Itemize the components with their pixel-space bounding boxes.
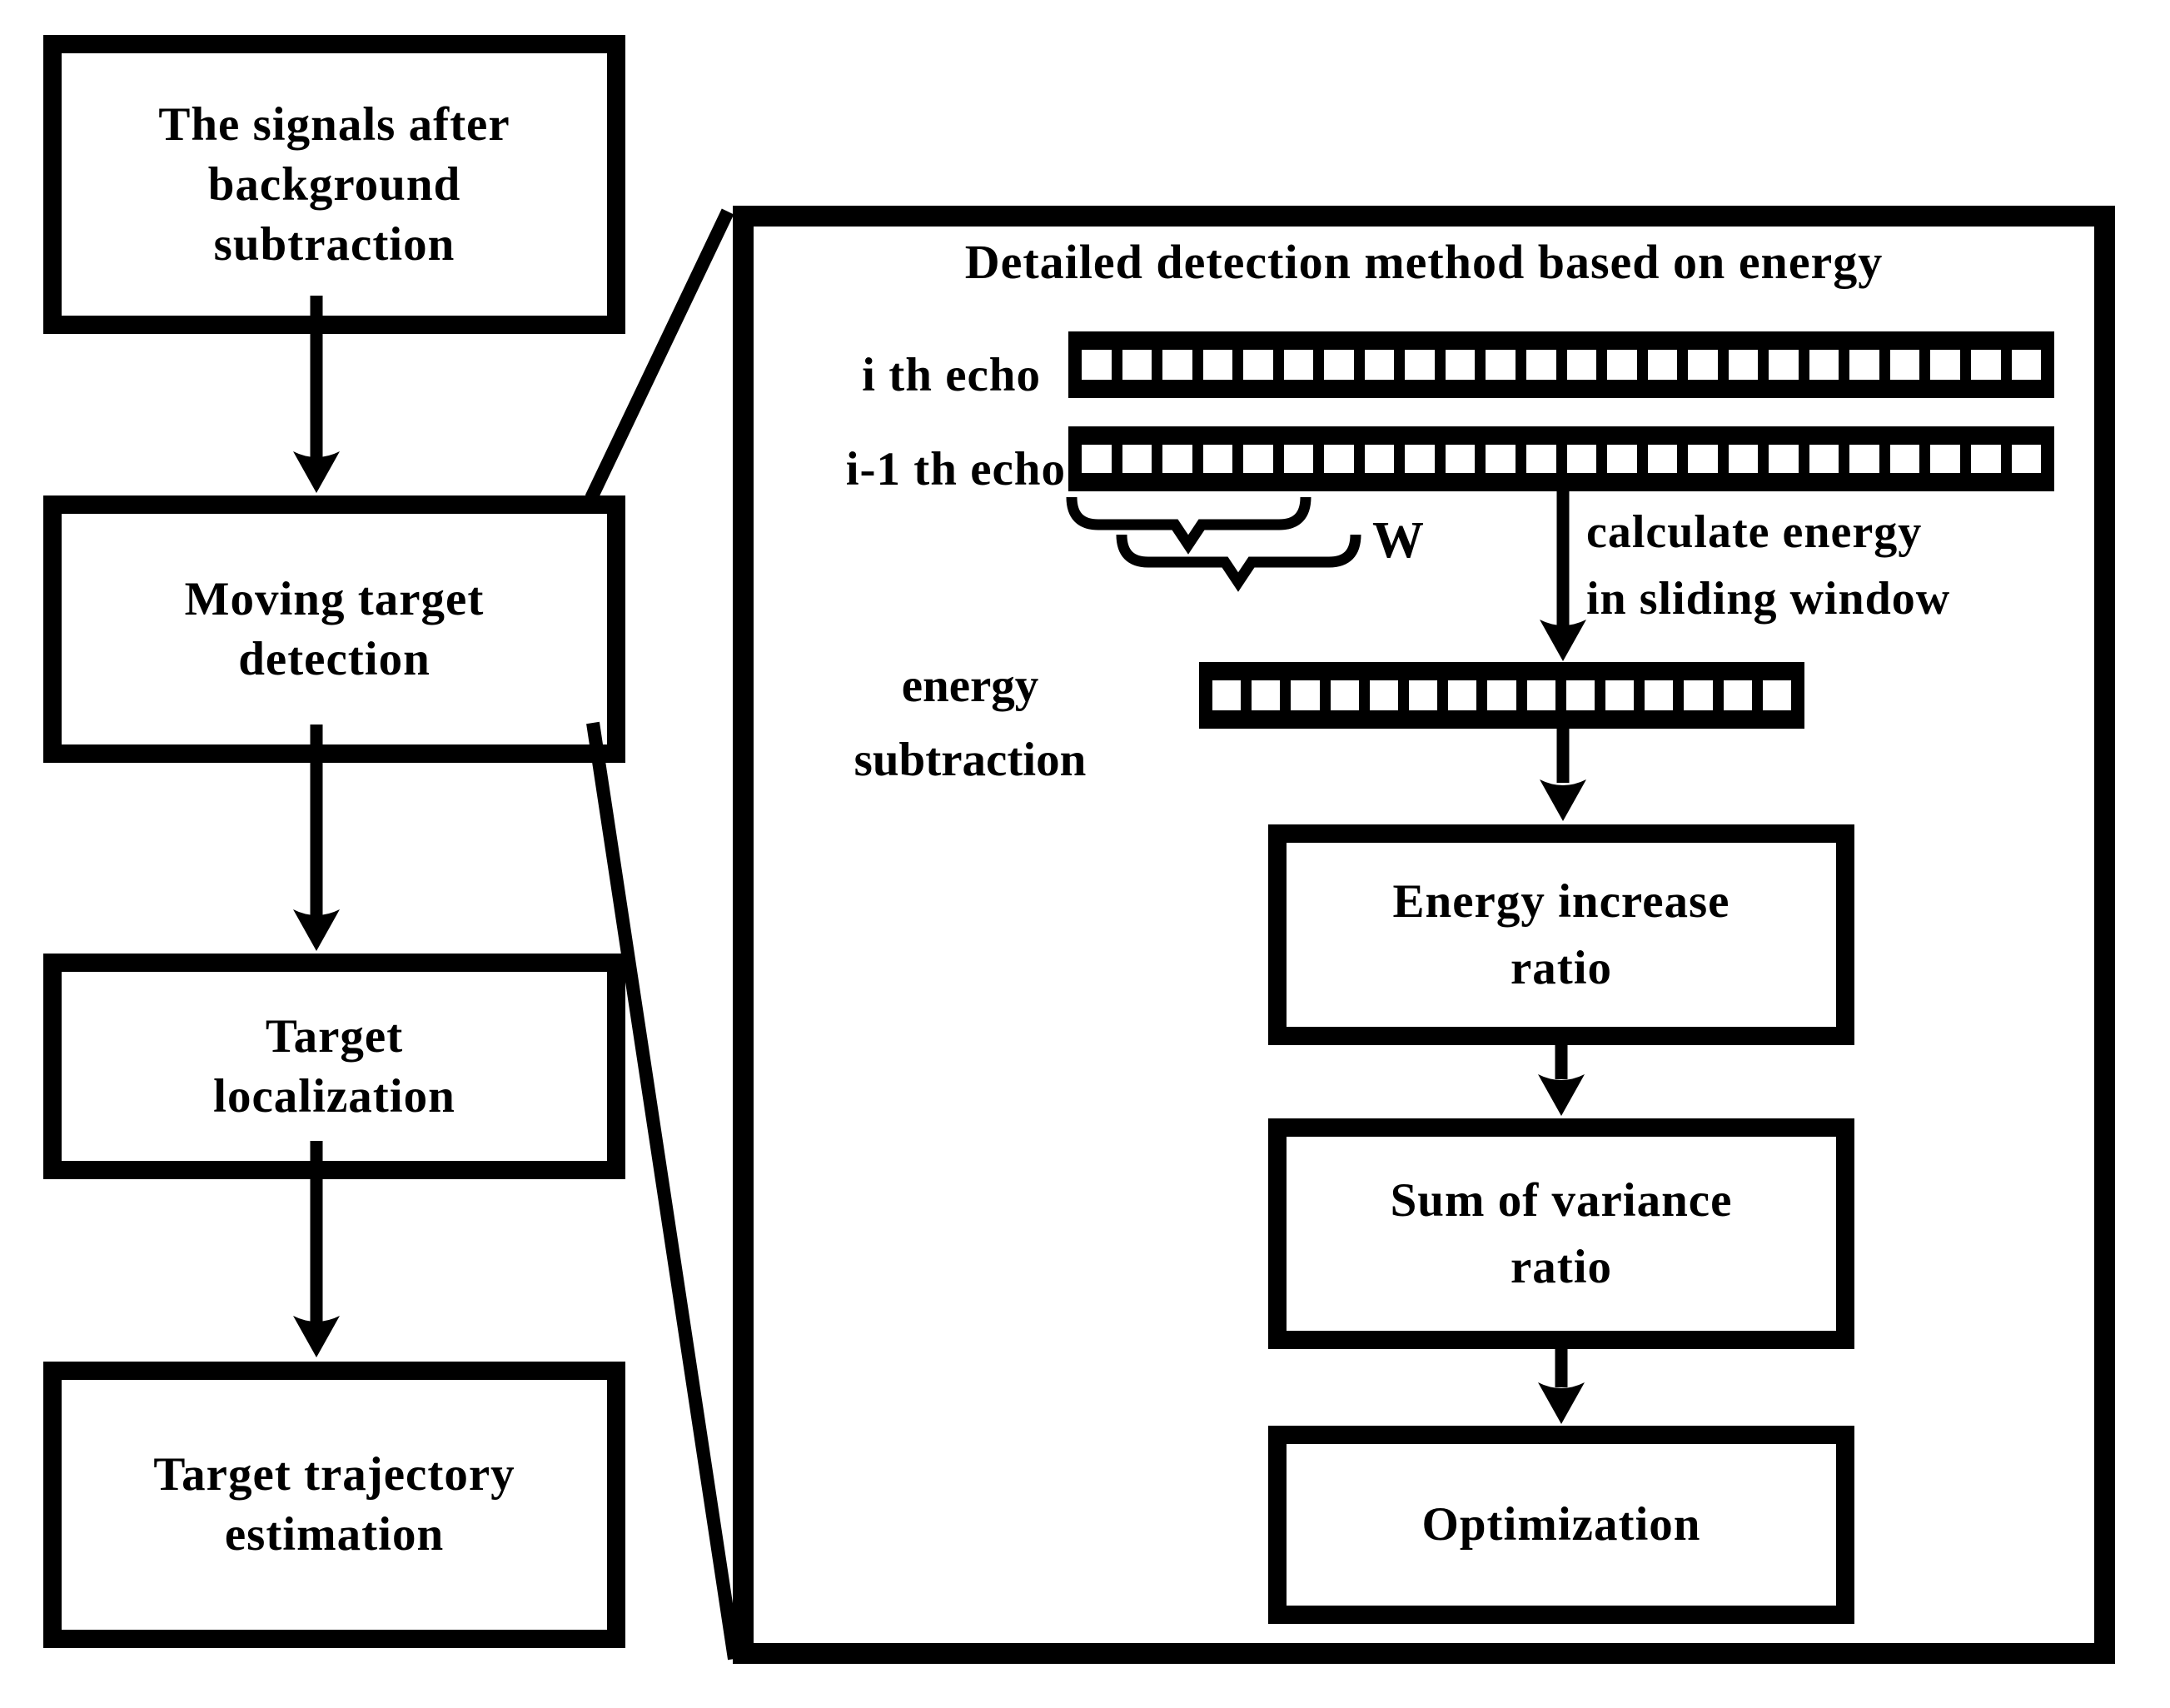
signal-cell (1162, 445, 1192, 473)
label-sliding-window-w: W (1372, 512, 1424, 569)
signal-cell (1405, 350, 1435, 380)
signal-cell (1122, 445, 1152, 473)
signal-cell (1688, 445, 1718, 473)
signal-cell (1283, 350, 1314, 380)
label-calculate-energy: calculate energy (1586, 506, 1923, 558)
box-text-line: Optimization (1421, 1498, 1701, 1551)
signal-cell (1971, 445, 2001, 473)
signal-cell (2011, 350, 2042, 380)
signal-cell (1607, 350, 1637, 380)
detail-panel-title: Detailed detection method based on energ… (964, 235, 1884, 289)
signal-cell (1684, 680, 1713, 710)
signal-cell (1645, 680, 1674, 710)
signal-cell (1212, 680, 1242, 710)
signal-cell (1445, 350, 1476, 380)
signal-cell (1283, 445, 1314, 473)
signal-cell (1526, 350, 1556, 380)
signal-cell (1486, 445, 1516, 473)
box-target-trajectory-estimation: Target trajectory estimation (43, 1362, 625, 1648)
box-text-line: The signals after (158, 97, 510, 151)
box-text-line: Target (265, 1009, 404, 1063)
signal-cell (1809, 445, 1839, 473)
signal-cell (1647, 350, 1678, 380)
signal-cell (1082, 350, 1112, 380)
box-text-line: background (207, 157, 461, 211)
signal-cell (1728, 350, 1759, 380)
signal-cell (1243, 445, 1273, 473)
label-energy-subtraction-line2: subtraction (854, 734, 1087, 786)
signal-cell (1252, 680, 1281, 710)
box-text-line: localization (213, 1069, 455, 1123)
signal-cell (1082, 445, 1112, 473)
signal-cell (1122, 350, 1152, 380)
box-energy-increase-ratio: Energy increase ratio (1268, 824, 1854, 1045)
signal-cell (1930, 445, 1961, 473)
label-in-sliding-window: in sliding window (1586, 573, 1951, 625)
signal-cell (1526, 680, 1555, 710)
box-text-line: estimation (224, 1508, 445, 1561)
signal-cell (1409, 680, 1438, 710)
signal-cell (1487, 680, 1516, 710)
label-i-th-echo: i th echo (862, 349, 1041, 401)
box-sum-of-variance-ratio: Sum of variance ratio (1268, 1118, 1854, 1349)
signal-cell (1324, 350, 1354, 380)
signal-cell (1330, 680, 1359, 710)
signal-bar-energy-subtraction-result (1199, 662, 1804, 729)
signal-cell (1769, 350, 1799, 380)
signal-cell (1930, 350, 1961, 380)
box-text-line: Energy increase (1392, 874, 1730, 928)
signal-bar-i-minus-1-th-echo (1068, 426, 2054, 491)
signal-cell (2011, 445, 2042, 473)
signal-cell (1364, 445, 1395, 473)
signal-cell (1364, 350, 1395, 380)
signal-cell (1809, 350, 1839, 380)
signal-cell (1565, 680, 1595, 710)
box-moving-target-detection: Moving target detection (43, 495, 625, 763)
box-text-line: detection (238, 632, 431, 685)
signal-cell (1202, 445, 1233, 473)
label-energy-subtraction-line1: energy (901, 660, 1039, 712)
box-optimization: Optimization (1268, 1426, 1854, 1624)
signal-cell (1566, 350, 1597, 380)
signal-cell (1607, 445, 1637, 473)
signal-cell (1605, 680, 1635, 710)
signal-cell (1486, 350, 1516, 380)
signal-cell (1688, 350, 1718, 380)
signal-cell (1889, 445, 1920, 473)
signal-cell (1324, 445, 1354, 473)
signal-cell (1202, 350, 1233, 380)
signal-cell (1445, 445, 1476, 473)
signal-cell (1566, 445, 1597, 473)
signal-cell (1162, 350, 1192, 380)
signal-cell (1369, 680, 1399, 710)
box-text-line: ratio (1510, 1240, 1613, 1293)
signal-cell (1849, 445, 1879, 473)
signal-cell (1728, 445, 1759, 473)
signal-cell (1762, 680, 1792, 710)
box-text-line: subtraction (213, 217, 455, 271)
signal-cell (1769, 445, 1799, 473)
box-text-line: Moving target (184, 572, 485, 625)
box-text-line: ratio (1510, 941, 1613, 994)
signal-cell (1647, 445, 1678, 473)
signal-cell (1291, 680, 1320, 710)
box-text-line: Sum of variance (1390, 1173, 1733, 1227)
box-text-line: Target trajectory (153, 1448, 515, 1501)
box-target-localization: Target localization (43, 954, 625, 1179)
signal-cell (1243, 350, 1273, 380)
signal-cell (1526, 445, 1556, 473)
signal-cell (1971, 350, 2001, 380)
signal-cell (1723, 680, 1752, 710)
box-signals-after-background-subtraction: The signals after background subtraction (43, 35, 625, 334)
signal-cell (1448, 680, 1477, 710)
signal-cell (1889, 350, 1920, 380)
label-i-minus-1-th-echo: i-1 th echo (845, 443, 1066, 495)
signal-bar-i-th-echo (1068, 331, 2054, 398)
signal-cell (1849, 350, 1879, 380)
signal-cell (1405, 445, 1435, 473)
